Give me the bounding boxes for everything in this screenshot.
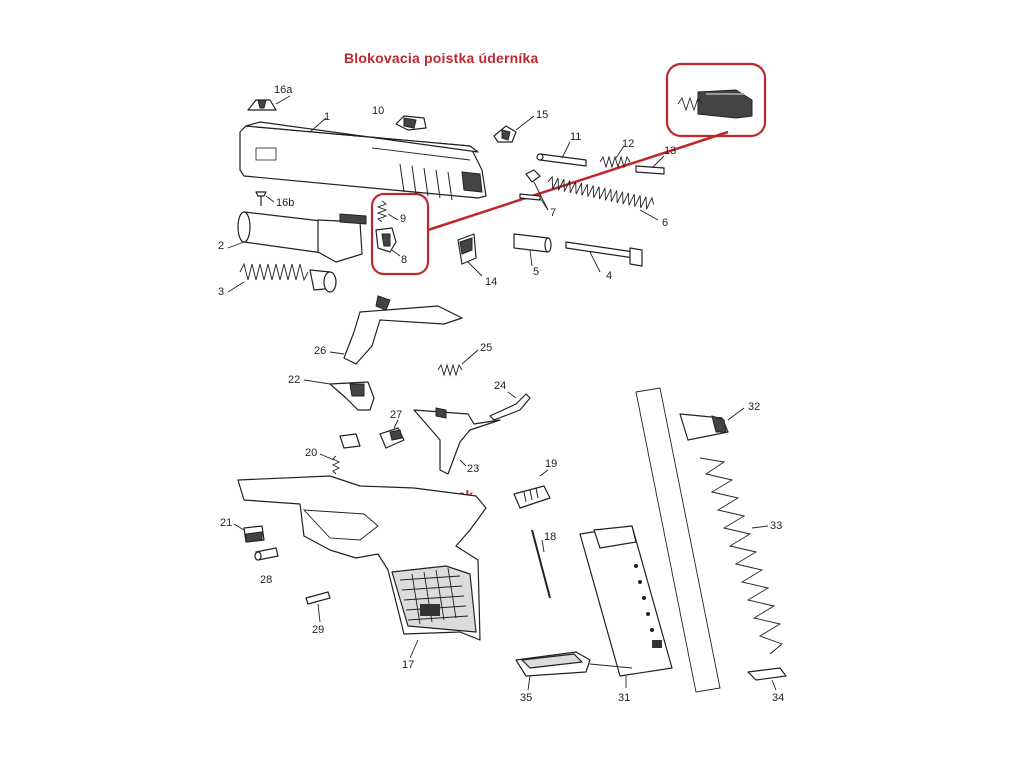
label-20: 20 bbox=[305, 447, 318, 459]
part-8-firing-pin-safety bbox=[375, 227, 401, 257]
part-28-pin bbox=[254, 547, 279, 561]
label-12: 12 bbox=[622, 138, 635, 150]
label-32: 32 bbox=[748, 401, 761, 413]
part-14-slide-cover bbox=[457, 233, 483, 277]
label-1: 1 bbox=[324, 111, 331, 123]
part-1-slide bbox=[239, 117, 487, 201]
part-27-slide-lock bbox=[339, 419, 405, 449]
part-16a-rear-sight bbox=[247, 95, 291, 111]
part-34-insert bbox=[747, 667, 787, 691]
callout-connector bbox=[427, 130, 729, 232]
label-4: 4 bbox=[606, 270, 613, 282]
label-16a: 16a bbox=[274, 84, 293, 96]
label-29: 29 bbox=[312, 624, 325, 636]
part-5-spring-tube bbox=[513, 233, 552, 267]
part-18-pin bbox=[531, 529, 551, 599]
label-9: 9 bbox=[400, 213, 407, 225]
part-13-spring-cups bbox=[635, 155, 665, 175]
part-33-magazine-spring bbox=[699, 457, 783, 655]
label-24: 24 bbox=[494, 380, 507, 392]
striker-safety-closeup bbox=[677, 89, 753, 119]
label-2: 2 bbox=[218, 240, 225, 252]
part-3-recoil-spring-assembly bbox=[227, 262, 337, 293]
part-22-locking-block bbox=[303, 379, 375, 411]
label-14: 14 bbox=[485, 276, 498, 288]
part-25-trigger-spring bbox=[437, 349, 479, 377]
part-10-extractor bbox=[395, 115, 427, 131]
magazine-group-outline bbox=[635, 387, 721, 693]
part-4-guide-rod bbox=[565, 241, 643, 273]
label-33: 33 bbox=[770, 520, 783, 532]
part-16b-screw bbox=[255, 191, 275, 206]
label-5: 5 bbox=[533, 266, 540, 278]
label-16b: 16b bbox=[276, 197, 295, 209]
label-15: 15 bbox=[536, 109, 549, 121]
part-31-magazine-tube bbox=[579, 525, 673, 688]
diagram-title: Blokovacia poistka úderníka bbox=[344, 50, 539, 66]
part-9-spring bbox=[376, 200, 399, 223]
label-27: 27 bbox=[390, 409, 403, 421]
part-15-front-sight bbox=[493, 115, 535, 143]
part-20-spring bbox=[319, 453, 341, 475]
label-13: 13 bbox=[664, 145, 677, 157]
part-21-slide-stop bbox=[233, 523, 265, 543]
label-6: 6 bbox=[662, 217, 669, 229]
part-11-firing-pin bbox=[536, 141, 587, 167]
part-24-slide-lock-spring bbox=[489, 391, 531, 421]
label-11: 11 bbox=[570, 131, 582, 143]
label-35: 35 bbox=[520, 692, 533, 704]
part-32-follower bbox=[679, 407, 745, 441]
part-6-recoil-spring bbox=[547, 175, 659, 221]
label-22: 22 bbox=[288, 374, 301, 386]
label-8: 8 bbox=[401, 254, 408, 266]
label-28: 28 bbox=[260, 574, 273, 586]
label-26: 26 bbox=[314, 345, 327, 357]
label-19: 19 bbox=[545, 458, 558, 470]
part-35-floor-plate bbox=[515, 651, 633, 691]
part-26-trigger-bar bbox=[329, 295, 463, 365]
part-2-barrel bbox=[227, 211, 367, 263]
label-7: 7 bbox=[550, 207, 557, 219]
label-18: 18 bbox=[544, 531, 557, 543]
highlight-box-parts-8-9 bbox=[370, 192, 430, 276]
label-21: 21 bbox=[220, 517, 233, 529]
label-17: 17 bbox=[402, 659, 415, 671]
part-19-trigger-spring bbox=[513, 469, 551, 509]
label-31: 31 bbox=[618, 692, 631, 704]
label-10: 10 bbox=[372, 105, 385, 117]
part-29-pin bbox=[305, 591, 331, 623]
part-23-trigger-housing bbox=[413, 407, 501, 475]
label-25: 25 bbox=[480, 342, 493, 354]
part-17-frame bbox=[237, 475, 487, 659]
label-34: 34 bbox=[772, 692, 785, 704]
label-3: 3 bbox=[218, 286, 225, 298]
part-7-extractor bbox=[519, 169, 549, 211]
label-23: 23 bbox=[467, 463, 480, 475]
part-12-firing-pin-spring bbox=[599, 145, 631, 169]
